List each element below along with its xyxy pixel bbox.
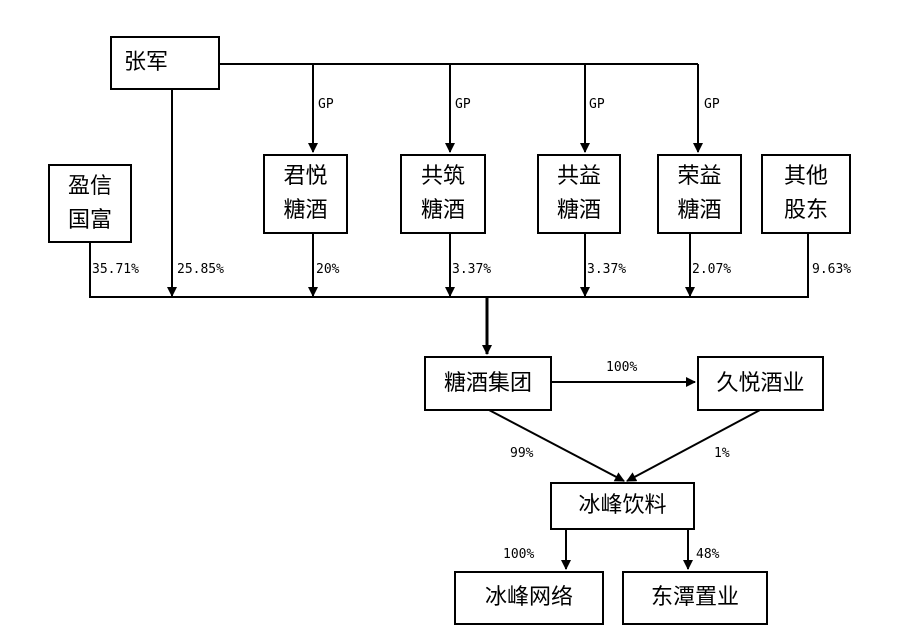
node-jiuyue: 久悦酒业 — [697, 356, 824, 411]
pct-label-rongyi: 2.07% — [692, 262, 732, 277]
node-zhangjun: 张军 — [110, 36, 220, 90]
gp-label-gongyi: GP — [589, 97, 605, 112]
pct-label-zhangjun: 25.85% — [177, 262, 224, 277]
gp-label-rongyi: GP — [704, 97, 720, 112]
pct-label-jiuyue-bingfeng: 1% — [714, 446, 730, 461]
pct-label-bingfeng-net: 100% — [503, 547, 535, 562]
node-dongtan: 东潭置业 — [622, 571, 768, 625]
gp-label-junyue: GP — [318, 97, 334, 112]
node-rongyi: 荣益 糖酒 — [657, 154, 742, 234]
pct-label-yingxin: 35.71% — [92, 262, 139, 277]
pct-label-gongzhu: 3.37% — [452, 262, 492, 277]
gp-label-gongzhu: GP — [455, 97, 471, 112]
pct-label-qita: 9.63% — [812, 262, 852, 277]
pct-label-junyue: 20% — [316, 262, 340, 277]
pct-label-gongyi: 3.37% — [587, 262, 627, 277]
pct-label-bingfeng-dongtan: 48% — [696, 547, 720, 562]
node-gongzhu: 共筑 糖酒 — [400, 154, 486, 234]
node-tangjiu-group: 糖酒集团 — [424, 356, 552, 411]
node-yingxin: 盈信 国富 — [48, 164, 132, 243]
node-qita: 其他 股东 — [761, 154, 851, 234]
pct-label-group-bingfeng: 99% — [510, 446, 534, 461]
node-bingfeng-drink: 冰峰饮料 — [550, 482, 695, 530]
node-bingfeng-net: 冰峰网络 — [454, 571, 604, 625]
jiuyue-to-bingfeng-arrow — [626, 409, 761, 482]
node-junyue: 君悦 糖酒 — [263, 154, 348, 234]
node-gongyi: 共益 糖酒 — [537, 154, 621, 234]
group-to-bingfeng-arrow — [488, 409, 625, 482]
pct-label-group-jiuyue: 100% — [606, 360, 638, 375]
